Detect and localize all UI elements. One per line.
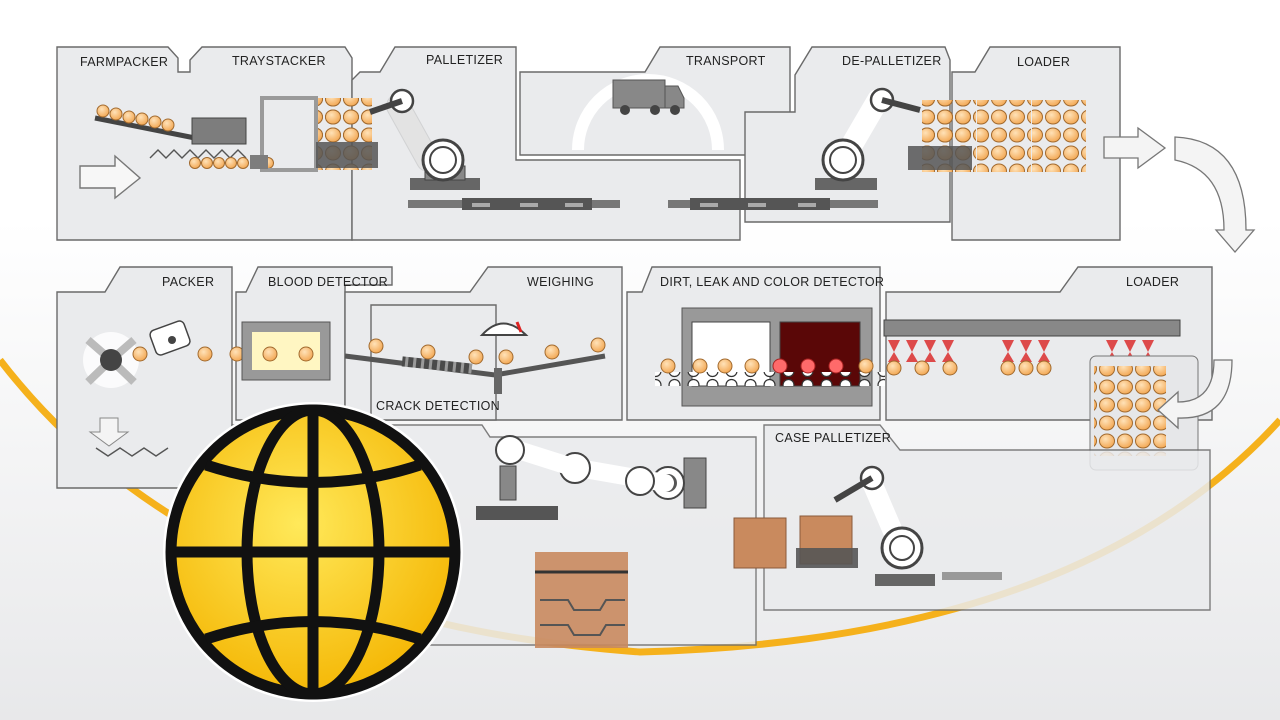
loader-stack-eggs (1094, 366, 1166, 456)
carton-box (535, 552, 628, 648)
depalletizer-robot (815, 87, 921, 190)
curved-arrow-icon (1174, 136, 1256, 253)
stack-depalletizer-base (908, 146, 972, 170)
eggs-bottom-row (189, 157, 274, 169)
packer-rotor (83, 332, 139, 388)
dlc-rollers (655, 372, 885, 386)
case-palletizer-robot (833, 465, 935, 586)
stack-of-trays-1-top (318, 98, 372, 142)
egg-trays (95, 447, 169, 457)
label-loader-top: LOADER (1017, 55, 1070, 69)
weighing-scale (479, 321, 529, 394)
arrow-right-icon (79, 154, 142, 200)
arrow-right-icon (1103, 126, 1167, 170)
label-crack-detection: CRACK DETECTION (376, 399, 500, 413)
machine-box (191, 117, 247, 145)
label-dirt-leak-color: DIRT, LEAK AND COLOR DETECTOR (660, 275, 884, 289)
label-blood-detector: BLOOD DETECTOR (268, 275, 388, 289)
eggs-weighing (368, 337, 606, 365)
curved-arrow-icon (1157, 359, 1233, 430)
robot-arm-icon (369, 88, 480, 190)
stack-depalletizer-top (922, 100, 976, 146)
label-case-palletizer: CASE PALLETIZER (775, 431, 891, 445)
label-weighing: WEIGHING (527, 275, 594, 289)
label-loader-middle: LOADER (1126, 275, 1179, 289)
case-pallet (942, 572, 1002, 580)
case-palletizer-boxes (733, 515, 858, 569)
crack-belt (401, 356, 473, 374)
label-traystacker: TRAYSTACKER (232, 54, 326, 68)
pallet-conveyor-left (408, 198, 620, 210)
label-depalletizer: DE-PALLETIZER (842, 54, 942, 68)
stack-loader-1 (977, 100, 1031, 172)
arrow-down (88, 417, 130, 447)
globe-icon (163, 402, 463, 702)
label-packer: PACKER (162, 275, 214, 289)
eggs-dlc (660, 358, 874, 374)
truck-icon (612, 79, 685, 115)
loader-rail (883, 319, 1181, 337)
label-transport: TRANSPORT (686, 54, 766, 68)
label-palletizer: PALLETIZER (426, 53, 503, 67)
eggs-loader-middle (886, 360, 1052, 376)
conveyor-incline (94, 115, 196, 141)
stack-loader-2 (1032, 100, 1086, 172)
stacker-block (250, 155, 268, 169)
case-packer-robot (476, 435, 707, 520)
pallet-conveyor-right (668, 198, 878, 210)
stacker-frame (260, 96, 318, 172)
eggs-incline (96, 104, 175, 132)
label-farmpacker: FARMPACKER (80, 55, 168, 69)
stack-base-1 (316, 142, 378, 168)
suction-cups (888, 340, 1154, 362)
packer-cup (149, 320, 191, 356)
